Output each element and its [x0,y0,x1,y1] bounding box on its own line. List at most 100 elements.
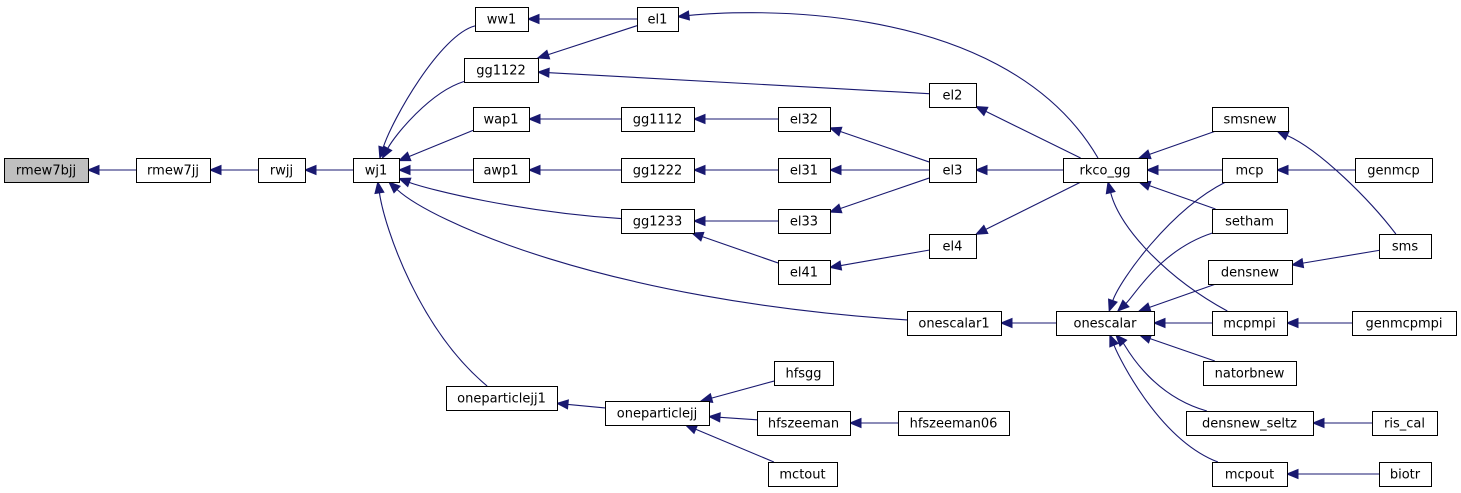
node-label: mcp [1235,164,1263,179]
node-el4[interactable]: el4 [929,234,977,259]
node-gg1233[interactable]: gg1233 [621,209,695,234]
node-oneparticlejj1[interactable]: oneparticlejj1 [446,386,558,411]
node-box[interactable] [621,107,695,132]
node-wap1[interactable]: wap1 [473,107,530,132]
node-box[interactable] [929,234,977,259]
node-box[interactable] [353,158,400,183]
node-biotr[interactable]: biotr [1379,462,1432,487]
node-label: genmcp [1367,164,1420,179]
node-hfszeeman06[interactable]: hfszeeman06 [898,411,1010,436]
node-box[interactable] [621,158,695,183]
node-rwjj[interactable]: rwjj [258,158,306,183]
node-onescalar1[interactable]: onescalar1 [907,311,1002,336]
node-box[interactable] [1379,462,1432,487]
node-smsnew[interactable]: smsnew [1212,107,1289,132]
node-rkco_gg[interactable]: rkco_gg [1063,158,1148,183]
node-box[interactable] [907,311,1002,336]
node-box[interactable] [1222,158,1278,183]
node-mcp[interactable]: mcp [1222,158,1278,183]
node-label: setham [1225,215,1274,230]
node-box[interactable] [1186,411,1314,436]
node-onescalar[interactable]: onescalar [1056,311,1155,336]
node-box[interactable] [778,107,831,132]
node-label: mcpmpi [1223,317,1276,332]
node-el1[interactable]: el1 [637,7,679,32]
node-ww1[interactable]: ww1 [475,7,529,32]
node-genmcpmpi[interactable]: genmcpmpi [1352,311,1457,336]
node-gg1222[interactable]: gg1222 [621,158,695,183]
node-box[interactable] [446,386,558,411]
node-label: gg1233 [633,215,683,230]
node-box[interactable] [1212,209,1288,234]
node-rmew7jj[interactable]: rmew7jj [136,158,211,183]
node-box[interactable] [1352,311,1457,336]
node-el33[interactable]: el33 [778,209,831,234]
node-box[interactable] [898,411,1010,436]
node-box[interactable] [929,158,977,183]
node-box[interactable] [475,7,529,32]
edge-arrowhead [86,164,100,176]
node-box[interactable] [621,209,695,234]
node-label: natorbnew [1215,367,1285,382]
node-box[interactable] [464,58,539,83]
node-densnew[interactable]: densnew [1208,260,1293,285]
node-box[interactable] [757,411,851,436]
node-box[interactable] [778,260,831,285]
edge-arrowhead [676,10,691,21]
edge-arrowhead [527,113,541,125]
node-sms[interactable]: sms [1379,234,1432,259]
node-gg1112[interactable]: gg1112 [621,107,695,132]
node-box[interactable] [778,158,831,183]
node-box[interactable] [1063,158,1148,183]
edge-arrowhead [381,145,393,160]
node-box[interactable] [778,209,831,234]
node-mcpout[interactable]: mcpout [1212,462,1288,487]
edge-arrowhead [1290,257,1305,269]
node-box[interactable] [1203,361,1297,386]
node-label: rmew7bjj [16,164,76,179]
node-box[interactable] [1208,260,1293,285]
node-mctout[interactable]: mctout [768,462,838,487]
node-hfszeeman[interactable]: hfszeeman [757,411,851,436]
node-natorbnew[interactable]: natorbnew [1203,361,1297,386]
edge-arrowhead [1109,333,1120,348]
edge-arrowhead [1152,317,1166,329]
node-box[interactable] [473,158,530,183]
node-box[interactable] [1212,462,1288,487]
node-box[interactable] [1212,311,1288,336]
node-genmcp[interactable]: genmcp [1355,158,1433,183]
node-box[interactable] [1056,311,1155,336]
node-rmew7bjj[interactable]: rmew7bjj [4,158,89,183]
node-el41[interactable]: el41 [778,260,831,285]
node-box[interactable] [774,361,834,386]
node-el2[interactable]: el2 [929,83,977,108]
node-mcpmpi[interactable]: mcpmpi [1212,311,1288,336]
node-el3[interactable]: el3 [929,158,977,183]
node-box[interactable] [1379,234,1432,259]
node-hfsgg[interactable]: hfsgg [774,361,834,386]
node-box[interactable] [4,158,89,183]
node-awp1[interactable]: awp1 [473,158,530,183]
node-box[interactable] [929,83,977,108]
node-box[interactable] [1372,411,1438,436]
node-box[interactable] [136,158,211,183]
node-ris_cal[interactable]: ris_cal [1372,411,1438,436]
node-el32[interactable]: el32 [778,107,831,132]
node-box[interactable] [1212,107,1289,132]
edge-arrowhead [974,224,989,235]
node-gg1122[interactable]: gg1122 [464,58,539,83]
node-wj1[interactable]: wj1 [353,158,400,183]
node-el31[interactable]: el31 [778,158,831,183]
node-box[interactable] [473,107,530,132]
node-oneparticlejj[interactable]: oneparticlejj [605,401,710,426]
node-box[interactable] [258,158,306,183]
node-label: gg1112 [633,113,683,128]
edge-arrowhead [692,113,706,125]
node-box[interactable] [768,462,838,487]
edge-onescalar1-to-wj1 [396,189,908,321]
node-setham[interactable]: setham [1212,209,1288,234]
node-box[interactable] [637,7,679,32]
node-box[interactable] [1355,158,1433,183]
node-densnew_seltz[interactable]: densnew_seltz [1186,411,1314,436]
node-box[interactable] [605,401,710,426]
